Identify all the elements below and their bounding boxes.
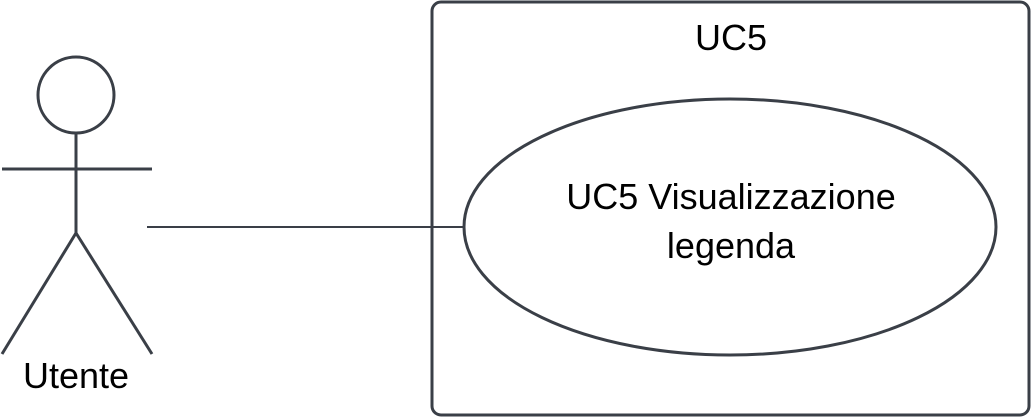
system-boundary-box [430,0,1031,417]
use-case-label-line1: UC5 Visualizzazione [566,176,896,217]
use-case-uc5[interactable]: UC5 Visualizzazione legenda [462,97,998,357]
system-boundary[interactable]: UC5 [430,0,1031,417]
use-case-ellipse [462,97,998,357]
actor-right-leg [74,232,154,355]
actor-utente[interactable]: Utente [0,55,154,396]
actor-label: Utente [23,355,129,396]
system-title: UC5 [695,17,767,58]
actor-head [36,55,116,135]
actor-left-leg [0,232,78,355]
use-case-label-line2: legenda [667,225,796,266]
